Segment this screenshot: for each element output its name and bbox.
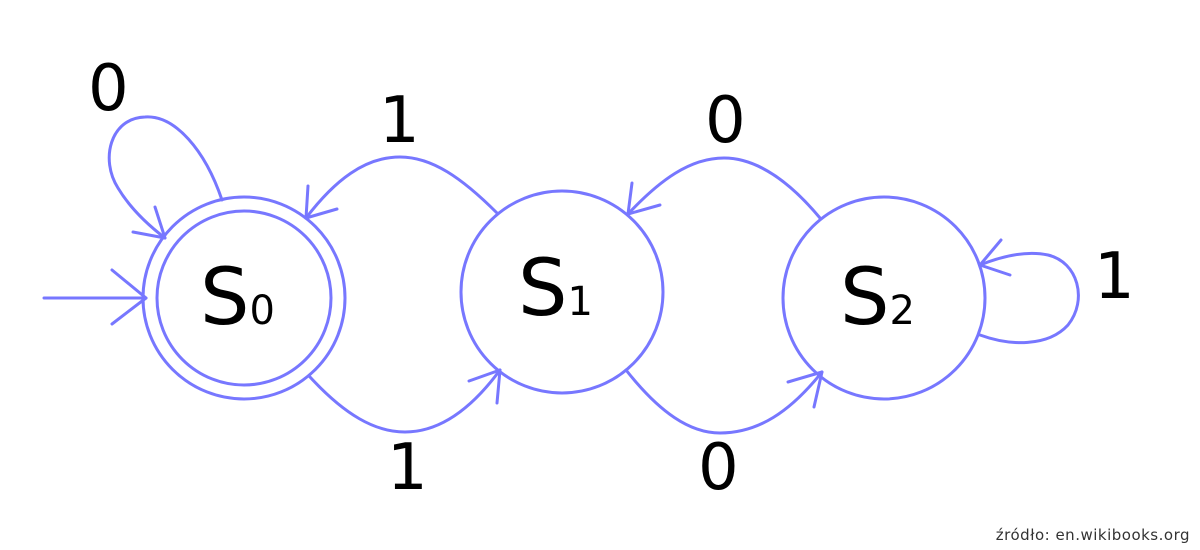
label-s1-to-s0: 1 [379,84,420,158]
state-s1 [459,189,665,395]
state-s0 [141,195,347,401]
label-s1-to-s2: 0 [698,431,739,505]
label-s0-self-loop: 0 [88,52,129,126]
label-s0-to-s1: 1 [387,431,428,505]
state-s2-label: S2 [840,253,915,343]
state-s2-subscript: 2 [890,288,915,334]
transition-s2-to-s1 [626,156,822,220]
initial-arrow [42,268,148,326]
state-s2-name: S [840,253,890,343]
state-s0-label: S0 [200,253,275,343]
transition-s2-self-loop [978,238,1080,345]
source-credit: źródło: en.wikibooks.org [995,526,1190,544]
transition-s0-to-s1 [308,368,502,434]
state-s0-name: S [200,253,250,343]
state-s0-subscript: 0 [250,288,275,334]
state-s2 [781,195,987,401]
transition-s1-to-s2 [624,368,824,435]
label-s2-to-s1: 0 [705,84,746,158]
transition-s0-self-loop [107,115,224,240]
transition-s1-to-s0 [304,155,499,220]
label-s2-self-loop: 1 [1094,240,1135,314]
state-s1-label: S1 [518,244,593,334]
state-s1-subscript: 1 [568,279,593,325]
state-s1-name: S [518,244,568,334]
